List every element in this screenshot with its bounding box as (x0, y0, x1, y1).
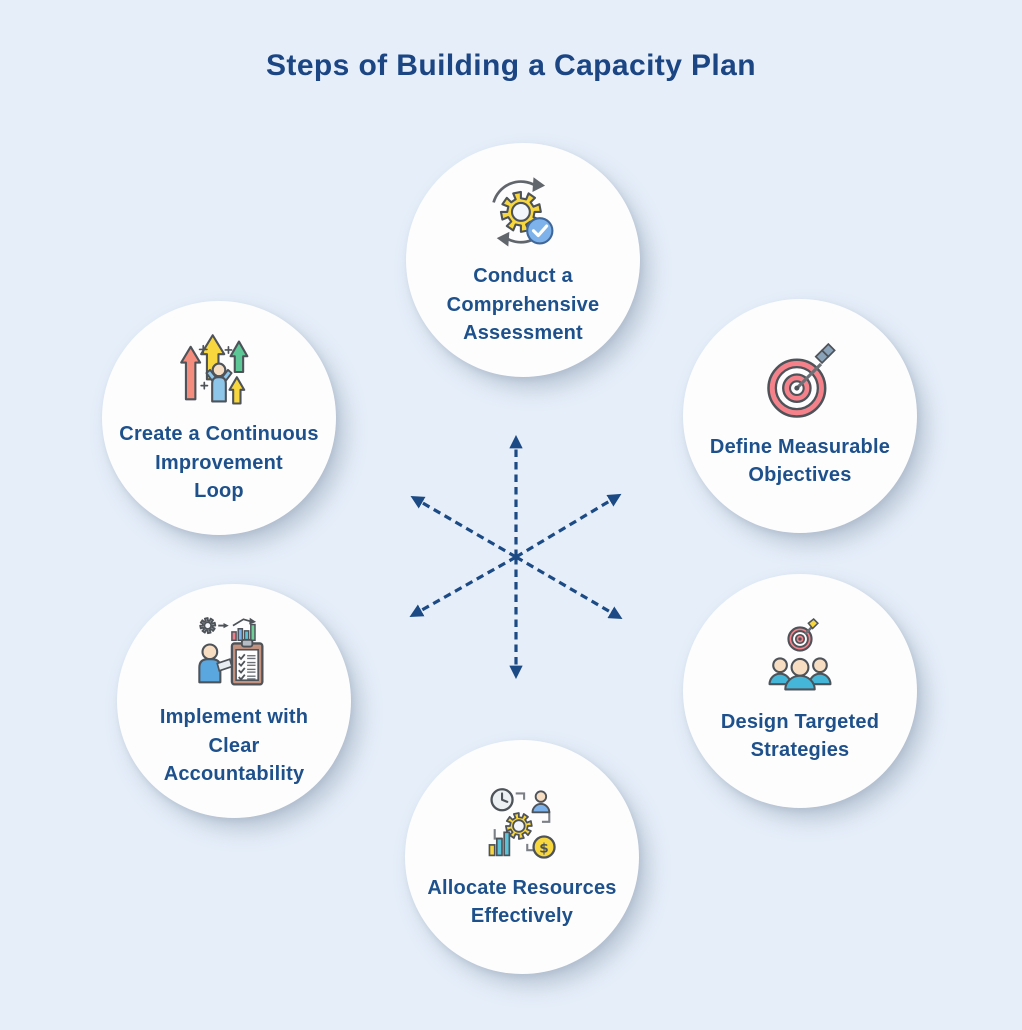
step-circle-accountability: Implement with Clear Accountability (117, 584, 351, 818)
resource-allocation-icon: $ (480, 784, 564, 868)
step-label-improvement: Create a Continuous Improvement Loop (119, 423, 319, 503)
step-label-assessment: Conduct a Comprehensive Assessment (446, 265, 600, 345)
page-title: Steps of Building a Capacity Plan (266, 49, 756, 82)
person-checklist-icon (192, 613, 276, 697)
step-label-objectives: Define Measurable Objectives (709, 435, 891, 486)
step-label-strategies: Design Targeted Strategies (720, 710, 880, 761)
step-circle-strategies: Design Targeted Strategies (683, 574, 917, 808)
step-circle-improvement: Create a Continuous Improvement Loop (102, 301, 336, 535)
step-circle-resources: $ Allocate Resources Effectively (405, 740, 639, 974)
step-label-accountability: Implement with Clear Accountability (159, 706, 309, 786)
svg-text:$: $ (539, 840, 549, 856)
growth-arrows-icon (177, 330, 261, 414)
gear-sync-check-icon (481, 172, 565, 256)
team-target-icon (758, 617, 842, 702)
step-circle-assessment: Conduct a Comprehensive Assessment (406, 143, 640, 377)
step-circle-objectives: Define Measurable Objectives (683, 299, 917, 533)
radiating-arrows-icon (409, 434, 623, 680)
dartboard-target-icon (758, 342, 842, 427)
step-label-resources: Allocate Resources Effectively (427, 876, 617, 927)
